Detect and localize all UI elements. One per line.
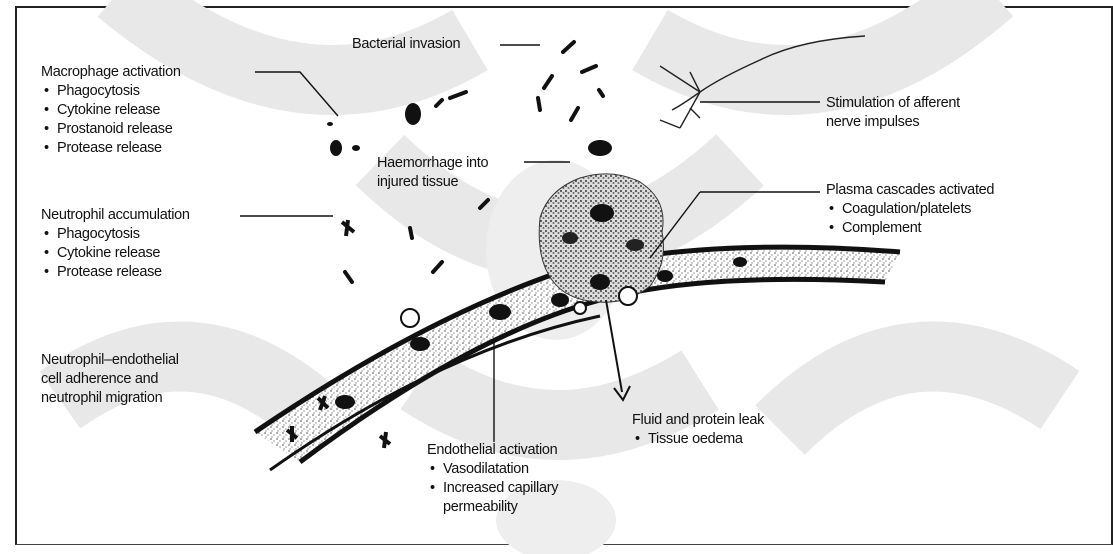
label-bacterial-invasion: Bacterial invasion bbox=[352, 35, 460, 54]
fluid-leak-arrow bbox=[606, 300, 630, 400]
neutrophil-item: Phagocytosis bbox=[41, 225, 190, 244]
label-endothelial-activation: Endothelial activation Vasodilatation In… bbox=[427, 441, 558, 517]
label-stimulation-afferent: Stimulation of afferent nerve impulses bbox=[826, 94, 960, 132]
endothelial-title: Endothelial activation bbox=[427, 441, 558, 460]
macrophage-cells bbox=[327, 103, 421, 156]
label-neutrophil-accumulation: Neutrophil accumulation Phagocytosis Cyt… bbox=[41, 206, 190, 282]
haemorrhage-line2: injured tissue bbox=[377, 173, 488, 192]
macrophage-item: Phagocytosis bbox=[41, 82, 181, 101]
plasma-title: Plasma cascades activated bbox=[826, 181, 994, 200]
label-plasma-cascades: Plasma cascades activated Coagulation/pl… bbox=[826, 181, 994, 238]
plasma-item: Complement bbox=[826, 219, 994, 238]
adherence-line3: neutrophil migration bbox=[41, 389, 179, 408]
adherence-line2: cell adherence and bbox=[41, 370, 179, 389]
fluid-item: Tissue oedema bbox=[632, 430, 764, 449]
haemorrhage-blob bbox=[539, 140, 663, 302]
neutrophil-item: Protease release bbox=[41, 263, 190, 282]
plasma-item: Coagulation/platelets bbox=[826, 200, 994, 219]
endothelial-item: Vasodilatation bbox=[427, 460, 558, 479]
fluid-title: Fluid and protein leak bbox=[632, 411, 764, 430]
neutrophil-item: Cytokine release bbox=[41, 244, 190, 263]
macrophage-title: Macrophage activation bbox=[41, 63, 181, 82]
endothelial-item2-line2: permeability bbox=[427, 498, 558, 517]
label-neutrophil-adherence: Neutrophil–endothelial cell adherence an… bbox=[41, 351, 179, 408]
neutrophil-title: Neutrophil accumulation bbox=[41, 206, 190, 225]
adherence-line1: Neutrophil–endothelial bbox=[41, 351, 179, 370]
leader-lines bbox=[240, 45, 820, 442]
endothelial-item: Increased capillary bbox=[427, 479, 558, 498]
label-haemorrhage: Haemorrhage into injured tissue bbox=[377, 154, 488, 192]
macrophage-item: Prostanoid release bbox=[41, 120, 181, 139]
endothelial-item2-line1: Increased capillary bbox=[443, 480, 558, 496]
label-fluid-protein-leak: Fluid and protein leak Tissue oedema bbox=[632, 411, 764, 449]
haemorrhage-line1: Haemorrhage into bbox=[377, 154, 488, 173]
macrophage-item: Cytokine release bbox=[41, 101, 181, 120]
label-macrophage-activation: Macrophage activation Phagocytosis Cytok… bbox=[41, 63, 181, 158]
stimulation-line1: Stimulation of afferent bbox=[826, 94, 960, 113]
stimulation-line2: nerve impulses bbox=[826, 113, 960, 132]
bacterial-invasion-text: Bacterial invasion bbox=[352, 36, 460, 52]
macrophage-item: Protease release bbox=[41, 139, 181, 158]
